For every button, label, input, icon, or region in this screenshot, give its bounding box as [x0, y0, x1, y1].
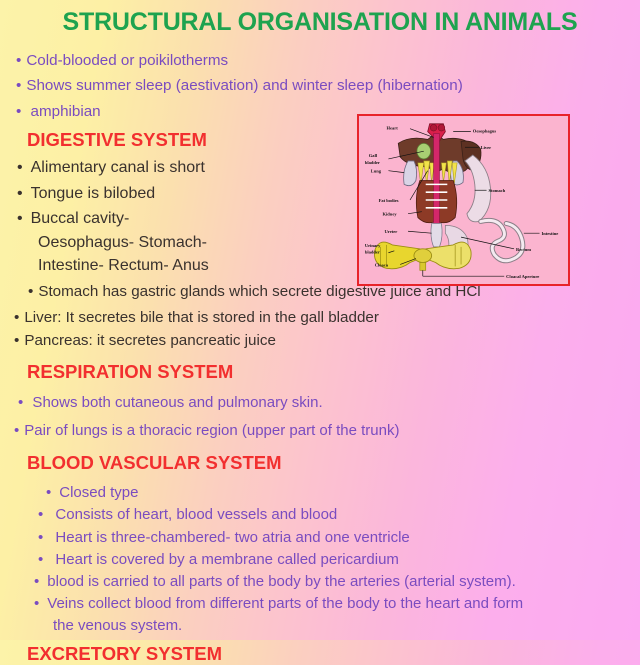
list-item-label: Heart is covered by a membrane called pe…: [51, 550, 399, 568]
list-item-label: Liver: It secretes bile that is stored i…: [24, 308, 379, 326]
list-item-label: Closed type: [59, 484, 139, 502]
list-item-continuation: the venous system.: [8, 616, 632, 635]
bullet-glyph: •: [46, 484, 52, 502]
dorsal-vessel-shape: [433, 133, 440, 224]
list-item-label: Pancreas: it secretes pancreatic juice: [24, 332, 276, 350]
vessel-branches: [425, 183, 448, 209]
leader-lines: [388, 128, 540, 277]
list-item: • Cold-blooded or poikilotherms: [8, 51, 632, 70]
diagram-label-intestine: Intestine: [542, 231, 559, 236]
list-item: • Pancreas: it secretes pancreatic juice: [8, 331, 632, 350]
diagram-label-bladder-2: bladder: [365, 250, 380, 255]
bullet-glyph: •: [17, 184, 23, 202]
list-item: • Heart is three-chambered- two atria an…: [8, 528, 632, 547]
bladder-striations: [380, 244, 462, 267]
diagram-label-cloaca: Cloaca: [375, 262, 389, 267]
page-title: STRUCTURAL ORGANISATION IN ANIMALS: [62, 8, 578, 36]
list-item-continuation: Intestine- Rectum- Anus: [8, 256, 632, 276]
bullet-glyph: •: [28, 283, 34, 301]
diagram-label-liver: Liver: [481, 145, 492, 150]
diagram-label-stomach: Stomach: [489, 188, 506, 193]
urinary-bladder-left-shape: [374, 241, 421, 270]
list-item-label: Buccal cavity-: [30, 210, 130, 228]
stomach-shape: [464, 154, 492, 223]
diagram-label-rectum: Rectum: [516, 247, 531, 252]
list-item: • Veins collect blood from different par…: [8, 594, 632, 613]
slide: STRUCTURAL ORGANISATION IN ANIMALS • Col…: [14, 8, 578, 664]
list-item: • Liver: It secretes bile that is stored…: [8, 308, 632, 327]
list-item: • Buccal cavity-: [8, 209, 632, 229]
list-item: • Alimentary canal is short: [8, 158, 632, 178]
bullet-glyph: •: [38, 550, 44, 568]
bullet-glyph: •: [34, 572, 40, 590]
bullet-glyph: •: [38, 528, 44, 546]
bullet-glyph: •: [14, 332, 20, 350]
list-item: • Consists of heart, blood vessels and b…: [8, 505, 632, 524]
list-item-label: Pair of lungs is a thoracic region (uppe…: [24, 422, 400, 439]
diagram-label-oesophagus: Oesophagus: [473, 129, 497, 134]
list-item: • Pair of lungs is a thoracic region (up…: [8, 421, 632, 440]
bullet-glyph: •: [16, 77, 22, 95]
list-item-label: Alimentary canal is short: [30, 159, 205, 177]
list-item-label: Stomach has gastric glands which secrete…: [38, 283, 481, 301]
list-item: • blood is carried to all parts of the b…: [8, 572, 632, 591]
list-item-label: Cold-blooded or poikilotherms: [26, 51, 229, 69]
list-item: • amphibian: [8, 102, 632, 121]
frog-anatomy-diagram: Heart Oesophagus Liver Gall bladder Lung…: [357, 114, 570, 286]
list-item: • Stomach has gastric glands which secre…: [8, 282, 632, 301]
frog-anatomy-svg: Heart Oesophagus Liver Gall bladder Lung…: [359, 116, 568, 284]
lung-left-shape: [403, 160, 417, 187]
cloaca-shape: [413, 248, 433, 263]
list-item-label: Consists of heart, blood vessels and blo…: [51, 506, 338, 524]
list-item-label: Shows summer sleep (aestivation) and win…: [26, 77, 463, 95]
section-heading-respiration: RESPIRATION SYSTEM: [27, 360, 234, 382]
urinary-bladder-right-shape: [425, 241, 472, 270]
diagram-label-gall: Gall: [369, 153, 378, 158]
section-heading-digestive: DIGESTIVE SYSTEM: [27, 129, 207, 151]
list-item: • Heart is covered by a membrane called …: [8, 550, 632, 569]
kidney-right-shape: [437, 180, 458, 224]
list-item-label: Shows both cutaneous and pulmonary skin.: [28, 393, 323, 411]
slide-content: • Cold-blooded or poikilotherms • Shows …: [0, 37, 640, 665]
kidney-left-shape: [415, 180, 436, 224]
bullet-glyph: •: [17, 159, 23, 177]
bullet-glyph: •: [14, 422, 20, 439]
bullet-glyph: •: [16, 102, 22, 120]
diagram-label-ureter: Ureter: [385, 229, 398, 234]
list-item: • Closed type: [8, 483, 632, 502]
list-item-label: Tongue is bilobed: [30, 184, 156, 202]
ureter-shape: [430, 223, 443, 248]
diagram-label-kidney: Kidney: [383, 212, 398, 217]
diagram-label-cloacal-aperture: Cloacal Aperture: [506, 274, 539, 279]
list-item-label: amphibian: [26, 102, 101, 120]
bullet-glyph: •: [14, 308, 20, 326]
list-item-label: Intestine- Rectum- Anus: [38, 256, 209, 274]
section-heading-excretory: EXCRETORY SYSTEM: [27, 642, 222, 664]
bullet-glyph: •: [16, 51, 22, 69]
diagram-label-bladder: bladder: [365, 160, 380, 165]
list-item: • Shows both cutaneous and pulmonary ski…: [8, 393, 632, 412]
list-item-label: Oesophagus- Stomach-: [38, 233, 207, 251]
list-item-label: Heart is three-chambered- two atria and …: [51, 528, 410, 546]
list-item-label: the venous system.: [53, 617, 183, 635]
list-item: • Tongue is bilobed: [8, 184, 632, 204]
bullet-glyph: •: [38, 506, 44, 524]
list-item: • Shows summer sleep (aestivation) and w…: [8, 76, 632, 95]
bullet-glyph: •: [17, 210, 23, 228]
cloacal-aperture-shape: [419, 262, 427, 271]
list-item-label: blood is carried to all parts of the bod…: [47, 572, 516, 590]
diagram-label-lung: Lung: [371, 169, 382, 174]
bullet-glyph: •: [34, 595, 40, 613]
section-heading-blood-vascular: BLOOD VASCULAR SYSTEM: [27, 452, 282, 474]
bullet-glyph: •: [18, 393, 24, 411]
diagram-label-fat-bodies: Fat bodies: [379, 198, 399, 203]
diagram-label-urinary: Urinary: [365, 243, 381, 248]
diagram-label-heart: Heart: [386, 126, 398, 131]
list-item-label: Veins collect blood from different parts…: [47, 595, 524, 613]
list-item-continuation: Oesophagus- Stomach-: [8, 233, 632, 253]
